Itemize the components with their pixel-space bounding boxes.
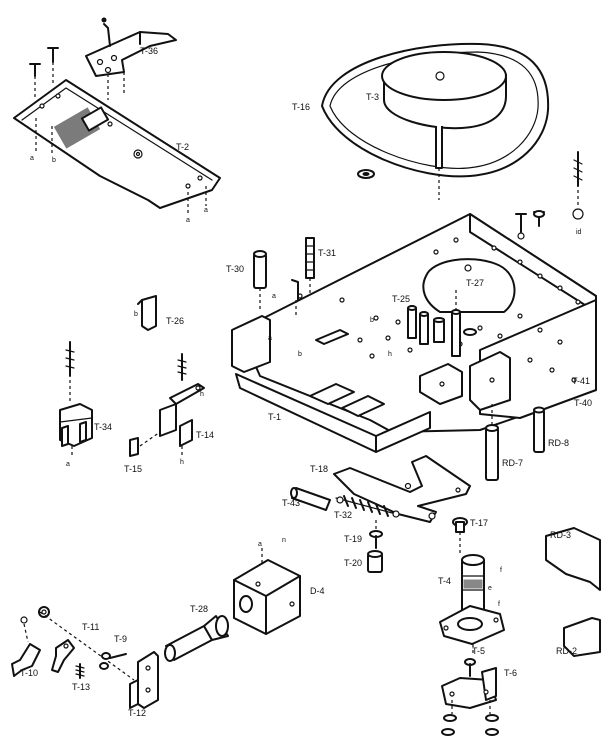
label-rd2: RD-2 <box>556 646 577 656</box>
screw-id <box>572 151 584 220</box>
part-t20-bushing <box>367 550 383 573</box>
part-t19-screw <box>369 520 383 549</box>
part-t28-plunger <box>164 615 229 662</box>
mark-a: a <box>186 217 190 224</box>
mark-b: b <box>298 351 302 358</box>
mark-b: b <box>52 157 56 164</box>
mark-a: a <box>30 155 34 162</box>
mark-a: a <box>258 541 262 548</box>
mark-e: e <box>488 585 492 592</box>
label-t36: T-36 <box>140 46 158 56</box>
label-t28: T-28 <box>190 604 208 614</box>
label-t26: T-26 <box>166 316 184 326</box>
part-rd2-frame <box>563 617 601 657</box>
label-t31: T-31 <box>318 248 336 258</box>
part-t5-screw <box>464 658 476 677</box>
part-rd7-post <box>485 404 499 481</box>
part-t25-pins <box>407 305 445 345</box>
label-t2: T-2 <box>176 142 189 152</box>
part-t18-lever <box>333 455 471 523</box>
label-t6: T-6 <box>504 668 517 678</box>
part-t36-bracket <box>85 17 177 100</box>
part-t17-screw <box>452 517 468 556</box>
part-t15-spring <box>129 431 161 457</box>
label-t34: T-34 <box>94 422 112 432</box>
part-t34-switch <box>59 341 93 458</box>
part-t6-bracket <box>441 667 499 736</box>
part-d4-solenoid <box>233 548 301 635</box>
part-t30-standoff <box>253 250 267 312</box>
mark-n: n <box>282 537 286 544</box>
mark-f: f <box>498 601 500 608</box>
label-t4: T-4 <box>438 576 451 586</box>
label-t5: T-5 <box>472 646 485 656</box>
label-t40: T-40 <box>574 398 592 408</box>
mark-b: b <box>134 311 138 318</box>
mark-a: a <box>66 461 70 468</box>
label-rd7: RD-7 <box>502 458 523 468</box>
part-t26-clip <box>137 295 157 331</box>
part-t31-standoff <box>291 237 315 316</box>
part-t14-lever <box>159 353 205 458</box>
clip-washer <box>357 169 375 179</box>
linkage-centerline <box>39 611 135 681</box>
label-t11: T-11 <box>82 622 99 632</box>
part-t13-spring <box>75 663 85 679</box>
mark-a: a <box>204 207 208 214</box>
label-rd8: RD-8 <box>548 438 569 448</box>
label-t16: T-16 <box>292 102 310 112</box>
part-t9-screw <box>99 652 127 670</box>
mark-id: id <box>576 229 582 236</box>
part-rd8-post <box>533 406 545 453</box>
label-t15: T-15 <box>124 464 142 474</box>
label-d4: D-4 <box>310 586 325 596</box>
part-t3-flywheel <box>381 51 507 200</box>
screws-t2 <box>29 47 59 98</box>
label-t14: T-14 <box>196 430 214 440</box>
label-rd3: RD-3 <box>550 530 571 540</box>
part-t2-plate <box>13 79 221 214</box>
label-t32: T-32 <box>334 510 352 520</box>
label-t20: T-20 <box>344 558 362 568</box>
label-t10: T-10 <box>20 668 38 678</box>
part-t32-spring <box>335 495 400 518</box>
mark-h: h <box>388 351 392 358</box>
label-t25: T-25 <box>392 294 410 304</box>
part-t11-link <box>38 606 75 673</box>
part-t27-post <box>451 290 477 357</box>
label-t27: T-27 <box>466 278 484 288</box>
label-t1: T-1 <box>268 412 281 422</box>
label-t17: T-17 <box>470 518 488 528</box>
label-t13: T-13 <box>72 682 90 692</box>
mark-f: f <box>500 567 502 574</box>
label-t3: T-3 <box>366 92 379 102</box>
part-rd3-frame <box>545 527 601 591</box>
mark-b: b <box>370 317 374 324</box>
label-t41: T-41 <box>572 376 590 386</box>
label-t18: T-18 <box>310 464 328 474</box>
part-t43-rod <box>290 487 331 511</box>
chassis-screws <box>515 210 545 240</box>
part-t4-motor <box>439 554 505 656</box>
label-t19: T-19 <box>344 534 362 544</box>
part-t12-bracket <box>129 651 159 709</box>
mark-h: h <box>180 459 184 466</box>
label-t12: T-12 <box>128 708 146 718</box>
mark-h: h <box>200 391 204 398</box>
part-t1-chassis <box>231 210 597 453</box>
label-t43: T-43 <box>282 498 300 508</box>
label-t30: T-30 <box>226 264 244 274</box>
label-t9: T-9 <box>114 634 127 644</box>
mark-a: a <box>272 293 276 300</box>
mark-a: a <box>268 335 272 342</box>
part-t10-link <box>11 616 41 677</box>
